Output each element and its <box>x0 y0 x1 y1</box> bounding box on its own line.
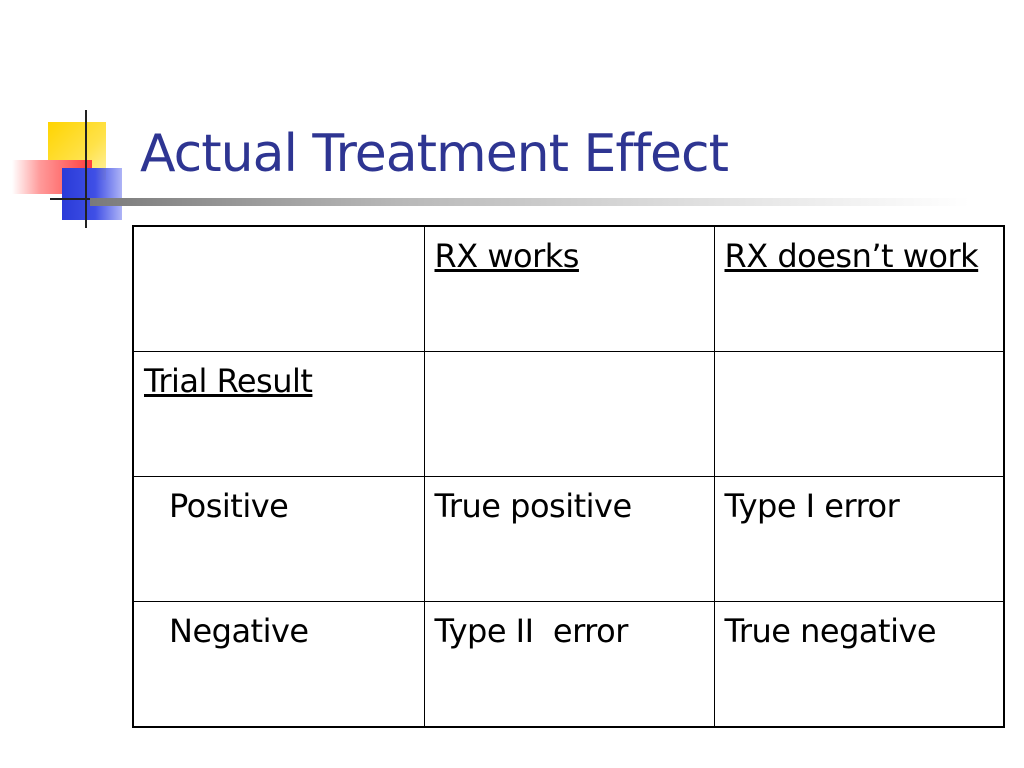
blue-square-icon <box>62 168 122 220</box>
row-label-negative: Negative <box>132 601 425 728</box>
table-row: Negative Type II error True negative <box>132 601 1005 728</box>
title-underline-rule <box>90 198 970 206</box>
table-header-row: RX works RX doesn’t work <box>132 225 1005 352</box>
header-cell-empty <box>132 225 425 352</box>
row-label-positive: Positive <box>132 476 425 602</box>
table-row: Positive True positive Type I error <box>132 476 1005 602</box>
table-cell <box>713 351 1005 477</box>
crosshair-horizontal-line <box>50 198 110 200</box>
table-cell-true-positive: True positive <box>423 476 715 602</box>
slide-title: Actual Treatment Effect <box>140 124 729 184</box>
table-row: Trial Result <box>132 351 1005 477</box>
header-label-rx-works: RX works <box>434 237 580 275</box>
treatment-effect-table: RX works RX doesn’t work Trial Result Po… <box>132 225 1005 728</box>
header-cell-rx-doesnt-work: RX doesn’t work <box>713 225 1005 352</box>
table-cell-type-i-error: Type I error <box>713 476 1005 602</box>
row-label-trial-result: Trial Result <box>132 351 425 477</box>
table-cell <box>423 351 715 477</box>
header-cell-rx-works: RX works <box>423 225 715 352</box>
crosshair-vertical-line <box>85 110 87 228</box>
table-cell-type-ii-error: Type II error <box>423 601 715 728</box>
row-label-text: Trial Result <box>144 362 313 400</box>
header-label-rx-doesnt-work: RX doesn’t work <box>724 237 979 275</box>
table-cell-true-negative: True negative <box>713 601 1005 728</box>
